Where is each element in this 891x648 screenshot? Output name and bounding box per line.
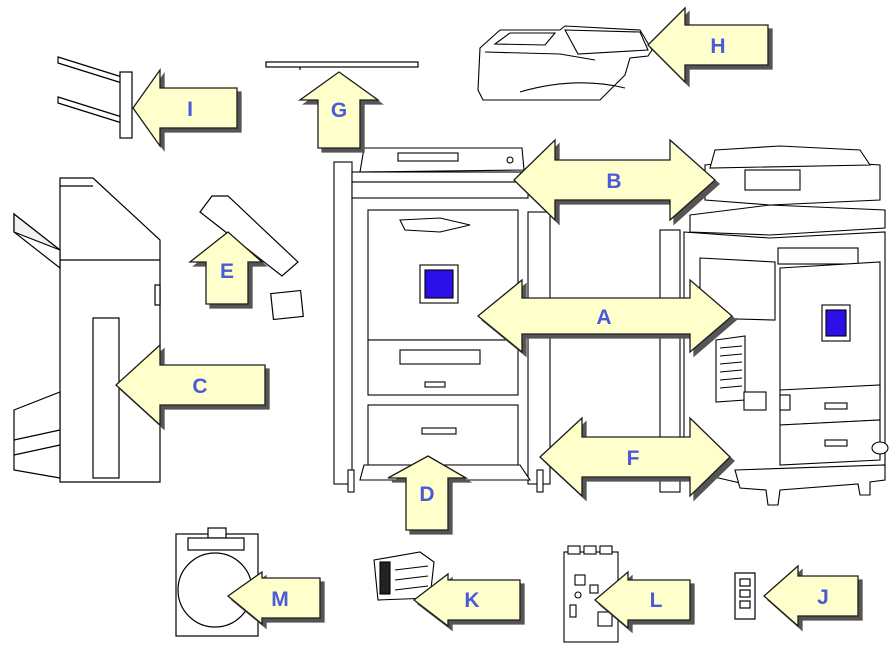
hard-disk <box>176 528 258 636</box>
callout-label-h: H <box>710 35 725 58</box>
callout-label-d: D <box>419 483 434 506</box>
exit-tray-stacker <box>58 57 132 138</box>
callout-label-f: F <box>627 447 640 470</box>
callout-arrow-j <box>764 566 858 626</box>
callout-arrow-i <box>133 70 237 146</box>
callout-label-l: L <box>650 589 663 612</box>
finisher <box>14 178 160 482</box>
callout-label-i: I <box>187 98 193 121</box>
callout-label-k: K <box>464 589 479 612</box>
platen-cover <box>266 62 418 70</box>
callout-label-j: J <box>817 586 829 609</box>
callout-label-c: C <box>192 375 207 398</box>
document-feeder <box>478 26 652 100</box>
callout-label-a: A <box>596 306 611 329</box>
callout-label-b: B <box>606 170 621 193</box>
callout-label-m: M <box>271 588 289 611</box>
callout-arrow-h <box>648 8 768 82</box>
memory-module <box>735 573 755 619</box>
callout-label-g: G <box>331 99 347 122</box>
callout-label-e: E <box>220 260 234 283</box>
